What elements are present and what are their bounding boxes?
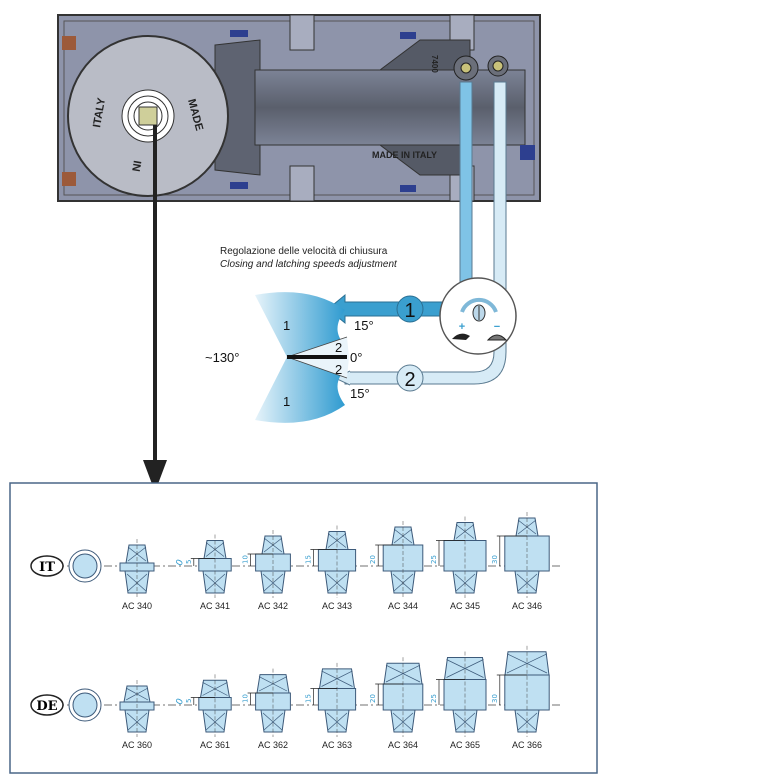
spindles-panel (9, 482, 598, 774)
spindle-part: 10 AC 342 (242, 530, 291, 611)
spindle-cross (392, 573, 414, 592)
spindle-part: 20 AC 364 (369, 657, 424, 750)
rotate-arrow-icon (460, 297, 498, 313)
plate-mark: ITALY (91, 96, 108, 128)
body-mark: MADE IN ITALY (372, 150, 437, 160)
spindle-label: AC 341 (200, 601, 230, 611)
spindle-part: 5 AC 361 (185, 674, 232, 750)
hare-icon (452, 333, 470, 340)
spindle-cross (204, 573, 226, 592)
country-badge (30, 555, 64, 577)
angle-upper-label: 15° (354, 318, 374, 333)
spindle-part: 20 AC 344 (369, 521, 424, 611)
spindle-part: 10 AC 362 (242, 668, 291, 750)
zone-1-label: 1 (283, 394, 290, 409)
dimension-label: 30 (491, 694, 499, 703)
spindle-label: AC 363 (322, 740, 352, 750)
spindle-label: AC 364 (388, 740, 418, 750)
spindle-cross (454, 712, 476, 731)
zone-2-label: 2 (335, 340, 342, 355)
spindle-cross (392, 712, 414, 731)
angle-zero-label: 0° (350, 350, 362, 365)
spindle-part: 30 AC 346 (491, 512, 550, 611)
dimension-label: 15 (304, 555, 312, 564)
spindle-label: AC 362 (258, 740, 288, 750)
plate-mark: IN (129, 159, 143, 172)
spindle-part: 5 AC 341 (185, 534, 232, 611)
spindle-part: 25 AC 345 (430, 516, 487, 611)
spindle-label: AC 344 (388, 601, 418, 611)
country-badge (30, 694, 64, 716)
spindle-label: AC 340 (122, 601, 152, 611)
adjustment-title-en: Closing and latching speeds adjustment (220, 259, 398, 270)
spindle-end-view (72, 553, 98, 579)
spindle-rows: IT 0 AC 340 5 AC 341 10 AC 342 15 AC 343 20 AC 344… (30, 512, 560, 750)
spindle-cross (446, 659, 484, 678)
spindle-cross (385, 664, 421, 683)
spindle-cross (126, 573, 148, 592)
spindle-part: AC 340 (119, 539, 155, 611)
spindle-cross (516, 712, 538, 731)
angle-open-label: ~130° (205, 350, 239, 365)
spindle-part: 30 AC 366 (491, 645, 550, 750)
dimension-label: 5 (185, 560, 193, 564)
valve-screw-icon (460, 62, 472, 74)
spindle-label: AC 366 (512, 740, 542, 750)
spindle-part: 15 AC 363 (304, 662, 357, 750)
spindle-part: AC 360 (119, 680, 155, 750)
spindle-cross (326, 712, 348, 731)
spindle-cross (516, 573, 538, 592)
spindle-row: IT 0 AC 340 5 AC 341 10 AC 342 15 AC 343 20 AC 344… (30, 512, 560, 611)
spindle-label: AC 360 (122, 740, 152, 750)
spindle-end-view (72, 692, 98, 718)
zone-1-label: 1 (283, 318, 290, 333)
spindle-cross (454, 573, 476, 592)
closing-angle-fan: 1 1 2 2 15° 0° 15° ~130° (205, 292, 374, 423)
spindle-label: AC 365 (450, 740, 480, 750)
model-mark: 7400 (430, 55, 439, 73)
spindle-label: AC 343 (322, 601, 352, 611)
dimension-label: 30 (491, 555, 499, 564)
speed-control-knob: + − (439, 277, 517, 355)
adjustment-title-it: Regolazione delle velocità di chiusura (220, 246, 388, 257)
zero-mark: 0 (175, 558, 187, 568)
spindle-cross (262, 573, 284, 592)
spindle-cross (326, 573, 348, 592)
zone-2-label: 2 (335, 362, 342, 377)
country-badge-label: IT (39, 560, 55, 575)
angle-lower-label: 15° (350, 386, 370, 401)
spindle-cross (204, 712, 226, 731)
spindle-extension (504, 535, 550, 572)
valve-screw-icon (492, 60, 504, 72)
dimension-label: 15 (304, 694, 312, 703)
valve-1-label: 1 (404, 300, 415, 322)
spindle-label: AC 345 (450, 601, 480, 611)
spindle-cross (506, 653, 548, 674)
spindle-cross (262, 712, 284, 731)
spindle-cross (126, 712, 148, 731)
spindle-part: 15 AC 343 (304, 525, 357, 611)
zero-mark: 0 (175, 697, 187, 707)
spindle-label: AC 346 (512, 601, 542, 611)
country-badge-label: DE (36, 699, 57, 714)
dimension-label: 20 (369, 694, 377, 703)
valve-2-label: 2 (404, 369, 415, 391)
dimension-label: 5 (185, 699, 193, 703)
dimension-label: 10 (242, 694, 250, 703)
dimension-label: 25 (430, 694, 438, 703)
spindle-extension (504, 674, 550, 711)
spindle-label: AC 342 (258, 601, 288, 611)
plus-sign: + (459, 321, 465, 333)
spindle-label: AC 361 (200, 740, 230, 750)
dimension-label: 25 (430, 555, 438, 564)
spindle-arrow (143, 125, 167, 492)
dimension-label: 10 (242, 555, 250, 564)
tortoise-icon (486, 334, 508, 341)
spindle-part: 25 AC 365 (430, 651, 487, 750)
minus-sign: − (494, 321, 500, 333)
dimension-label: 20 (369, 555, 377, 564)
spindle-row: DE 0 AC 360 5 AC 361 10 AC 362 15 AC 363 20 AC 364… (30, 645, 560, 750)
